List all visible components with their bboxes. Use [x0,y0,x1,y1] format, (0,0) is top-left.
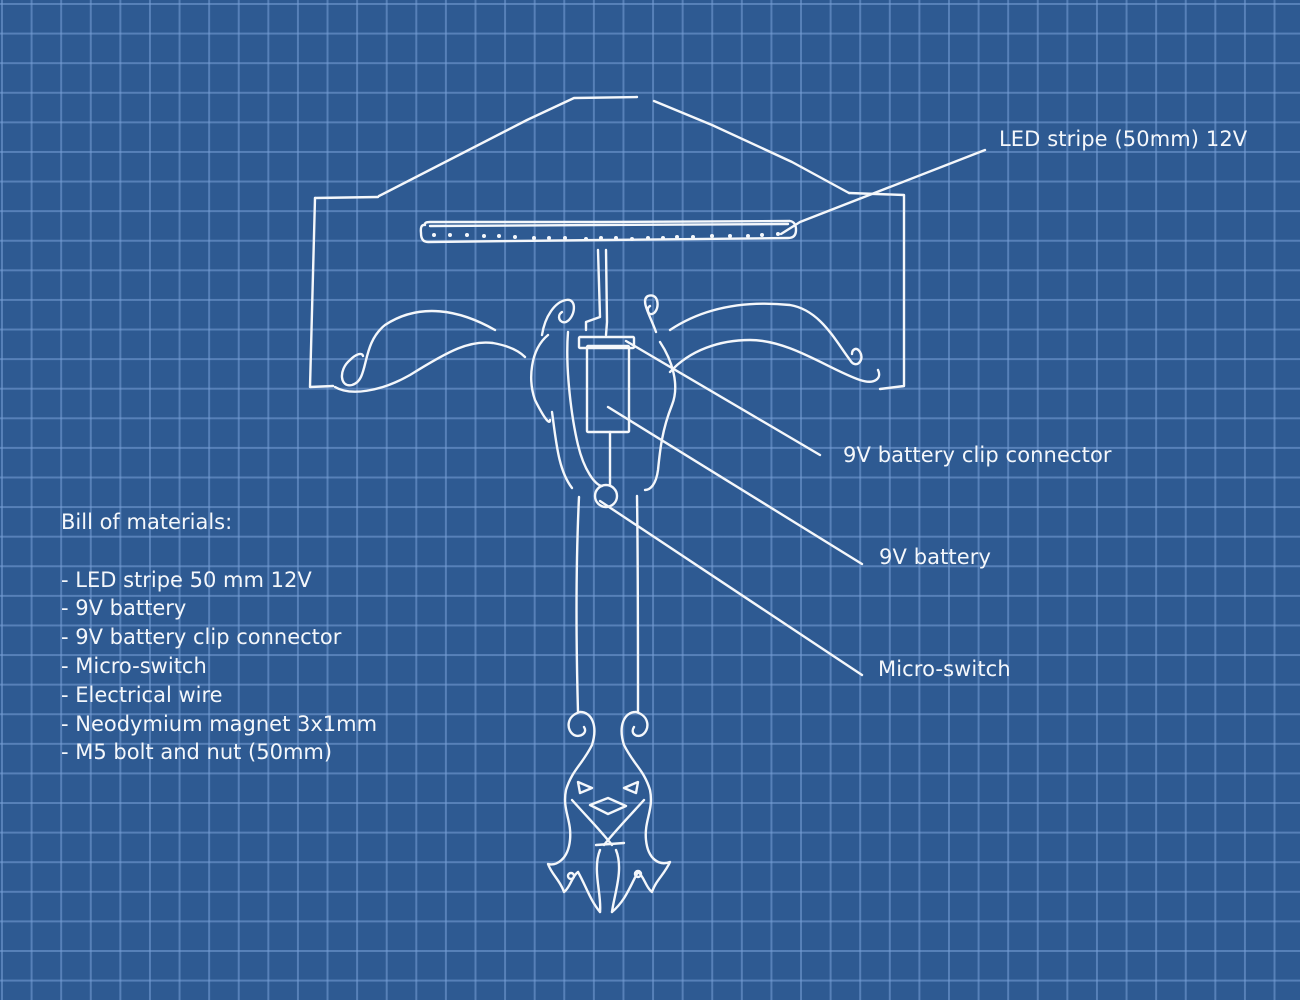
bom-item: - Micro-switch [61,653,207,678]
battery-clip [577,335,636,350]
battery [585,344,631,434]
callout-micro-switch: Micro-switch [878,657,1011,681]
bom-item: - LED stripe 50 mm 12V [61,567,312,592]
leader-clip [624,339,822,457]
leader-switch [598,499,864,677]
leader-led [779,148,987,236]
right-arm [643,294,881,383]
bom-item: - 9V battery clip connector [61,625,342,650]
bom-item: - Electrical wire [61,682,223,707]
lamp-stem [575,494,640,714]
bom-item: - Neodymium magnet 3x1mm [61,711,378,736]
wire [584,248,609,337]
left-arm [333,298,576,393]
micro-switch [593,483,619,509]
leader-battery [606,405,864,566]
callout-led-stripe: LED stripe (50mm) 12V [999,127,1248,151]
bom-title: Bill of materials: [61,510,233,534]
lamp-shade [308,95,906,391]
bom-item: - 9V battery [61,596,187,621]
led-dots [432,232,780,241]
callout-battery: 9V battery [879,545,992,569]
lamp-base [546,710,672,914]
led-stripe [419,219,798,244]
bill-of-materials: Bill of materials: - LED stripe 50 mm 12… [61,508,377,767]
callout-battery-clip: 9V battery clip connector [843,443,1112,467]
bom-item: - M5 bolt and nut (50mm) [61,740,333,765]
bom-list: - LED stripe 50 mm 12V - 9V battery - 9V… [61,566,377,768]
lamp-body [530,330,677,492]
callout-lines [598,148,987,677]
